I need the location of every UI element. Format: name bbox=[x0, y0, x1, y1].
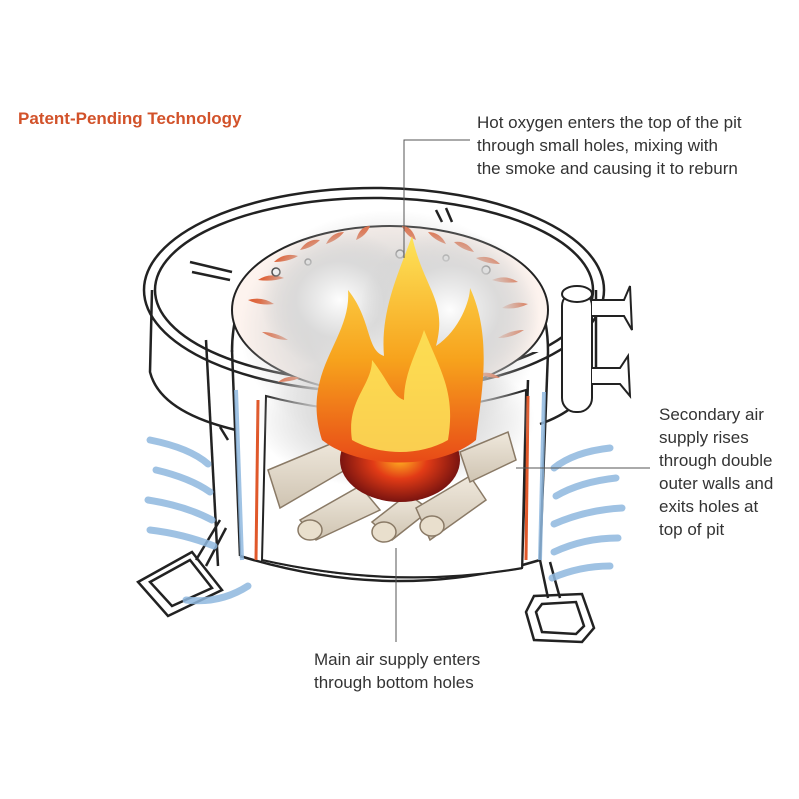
callout-line: top of pit bbox=[659, 520, 725, 539]
callout-line: Secondary air bbox=[659, 405, 764, 424]
section-heading: Patent-Pending Technology bbox=[18, 109, 242, 128]
callout-line: through small holes, mixing with bbox=[477, 136, 718, 155]
fire-icon bbox=[316, 236, 484, 502]
callout-hot-oxygen: Hot oxygen enters the top of the pit thr… bbox=[477, 111, 742, 180]
callout-line: outer walls and bbox=[659, 474, 774, 493]
logs-icon bbox=[267, 430, 517, 543]
callout-line: the smoke and causing it to reburn bbox=[477, 159, 738, 178]
callout-line: through double bbox=[659, 451, 773, 470]
callout-line: exits holes at bbox=[659, 497, 759, 516]
callout-secondary-air: Secondary air supply rises through doubl… bbox=[659, 403, 773, 541]
callout-line: supply rises bbox=[659, 428, 749, 447]
callout-line: Main air supply enters bbox=[314, 650, 481, 669]
callout-line: Hot oxygen enters the top of the pit bbox=[477, 113, 742, 132]
leader-lines bbox=[395, 139, 650, 642]
airflow-vertical bbox=[234, 389, 546, 561]
airflow-streams bbox=[144, 436, 626, 605]
callout-main-air: Main air supply enters through bottom ho… bbox=[314, 648, 480, 694]
callout-line: through bottom holes bbox=[314, 673, 474, 692]
side-handle bbox=[561, 285, 633, 413]
